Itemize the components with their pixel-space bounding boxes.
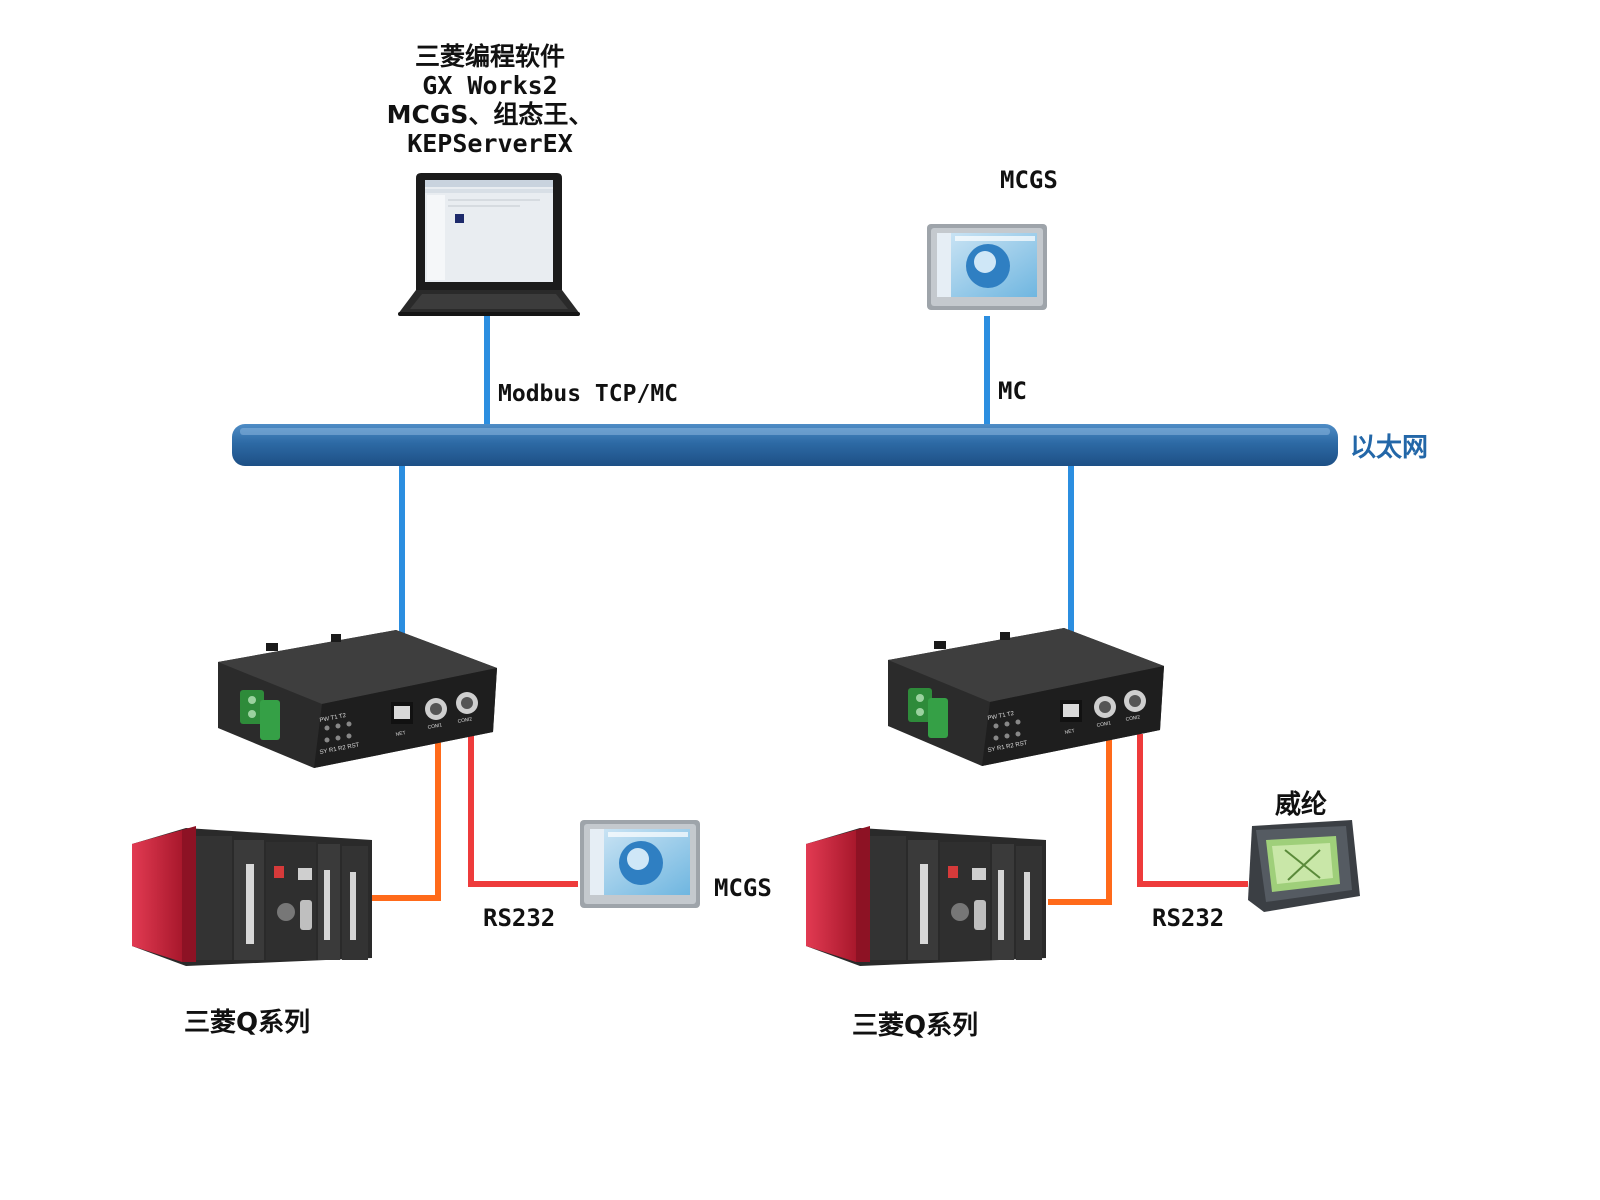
left-gateway-net-label: NET <box>395 730 406 738</box>
right-com2-cable <box>1137 734 1248 887</box>
laptop-icon <box>398 173 580 316</box>
pc-line-2: GX Works2 <box>422 71 558 100</box>
pc-line-3: MCGS、组态王、 <box>386 100 594 129</box>
right-serial-label: RS232 <box>1152 904 1225 932</box>
right-gateway-com1-label: COM1 <box>1096 720 1112 729</box>
pc-line-1: 三菱编程软件 <box>414 42 565 71</box>
right-gateway-com2-label: COM2 <box>1125 714 1141 723</box>
hmi-top-label: MCGS <box>1000 166 1058 194</box>
left-com1-cable <box>372 734 441 901</box>
left-gateway-icon <box>218 630 497 768</box>
plc-left-label: 三菱Q系列 <box>184 1008 311 1038</box>
hmi-right-label: 威纶 <box>1275 790 1328 820</box>
right-gateway-icon <box>888 628 1164 766</box>
left-gateway-led-label-top: PW T1 T2 <box>319 713 347 724</box>
hmi-protocol-label: MC <box>998 377 1027 405</box>
hmi-right-icon <box>1248 820 1360 912</box>
pc-protocol-label: Modbus TCP/MC <box>498 381 679 407</box>
right-com1-cable <box>1048 734 1112 905</box>
pc-software-label: 三菱编程软件 GX Works2 MCGS、组态王、 KEPServerEX <box>330 42 650 158</box>
plc-right-label: 三菱Q系列 <box>852 1011 979 1041</box>
hmi-left-icon <box>580 820 700 908</box>
right-gateway-led-label-top: PW T1 T2 <box>987 711 1015 722</box>
ethernet-label: 以太网 <box>1350 433 1429 463</box>
right-plc-icon <box>806 826 1046 966</box>
pc-line-4: KEPServerEX <box>407 129 573 158</box>
hmi-left-label: MCGS <box>714 874 772 902</box>
hmi-top-icon <box>927 224 1047 310</box>
left-plc-icon <box>132 826 372 966</box>
left-gateway-com1-label: COM1 <box>427 722 443 731</box>
right-gateway-net-label: NET <box>1064 728 1075 736</box>
left-serial-label: RS232 <box>483 904 556 932</box>
left-com2-cable <box>468 734 578 887</box>
left-gateway-com2-label: COM2 <box>457 716 473 725</box>
